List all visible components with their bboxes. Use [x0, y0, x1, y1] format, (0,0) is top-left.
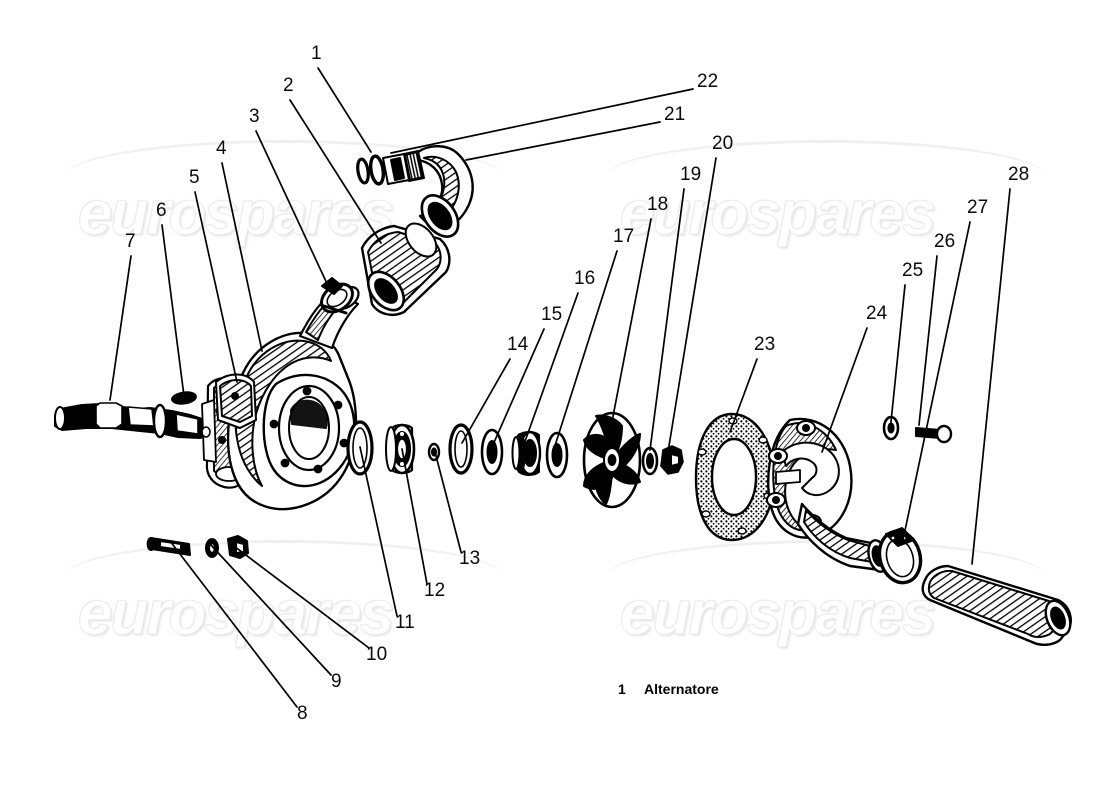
part-ring-14	[448, 423, 474, 475]
leader-line-19	[649, 188, 685, 451]
leader-line-3	[255, 130, 331, 291]
callout-number-2: 2	[283, 75, 294, 96]
callout-number-15: 15	[541, 304, 563, 325]
part-washer-15	[480, 428, 504, 476]
leader-line-16	[522, 292, 579, 448]
part-bolt	[915, 424, 953, 444]
leader-line-10	[229, 542, 370, 649]
leader-line-18	[609, 218, 652, 433]
part-shaft	[54, 402, 217, 439]
callout-number-13: 13	[459, 548, 481, 569]
callout-number-26: 26	[934, 231, 956, 252]
part-hose-straight	[360, 222, 451, 316]
leader-line-14	[461, 358, 511, 444]
callout-number-19: 19	[680, 164, 702, 185]
callout-number-10: 10	[366, 644, 388, 665]
leader-line-27	[902, 221, 971, 541]
callout-number-7: 7	[125, 231, 136, 252]
callout-number-16: 16	[574, 268, 596, 289]
part-spacer-small	[427, 442, 441, 462]
leader-line-12	[401, 448, 428, 585]
leader-line-23	[729, 358, 758, 433]
callout-number-14: 14	[507, 334, 529, 355]
leader-line-5	[194, 191, 238, 383]
callout-number-5: 5	[189, 167, 200, 188]
callout-number-11: 11	[395, 612, 415, 633]
part-elbow-fitting	[356, 145, 474, 238]
part-spacer-19	[641, 446, 659, 476]
part-ball-bearing	[385, 423, 416, 475]
callout-number-17: 17	[613, 226, 635, 247]
leader-line-17	[552, 250, 618, 453]
part-stud	[146, 537, 191, 556]
callout-number-8: 8	[297, 703, 308, 724]
legend-item: 1 Alternatore	[618, 681, 719, 697]
callout-number-27: 27	[967, 197, 989, 218]
callout-number-24: 24	[866, 303, 888, 324]
leader-line-6	[161, 224, 185, 397]
leader-line-24	[821, 327, 868, 453]
part-mechanical-seal	[511, 430, 542, 476]
callout-number-9: 9	[331, 671, 342, 692]
leader-line-25	[890, 284, 906, 423]
leader-line-11	[359, 446, 398, 617]
part-washer-9	[205, 538, 219, 558]
callout-number-3: 3	[249, 106, 260, 127]
leader-line-26	[918, 255, 938, 426]
callout-number-23: 23	[754, 334, 776, 355]
leader-line-22	[390, 88, 694, 154]
legend-item-number: 1	[618, 681, 626, 697]
leader-line-7	[109, 255, 132, 401]
callout-number-18: 18	[647, 194, 669, 215]
leader-line-9	[209, 543, 332, 676]
callout-number-12: 12	[424, 580, 446, 601]
part-nut	[660, 445, 684, 475]
leader-line-1	[317, 67, 372, 153]
part-impeller	[582, 411, 642, 509]
part-hose-clamp-lower	[877, 527, 923, 585]
leader-line-4	[221, 162, 263, 352]
part-hose-clamp-upper	[320, 277, 354, 315]
leader-line-2	[289, 99, 382, 244]
callout-number-6: 6	[156, 200, 167, 221]
callout-number-20: 20	[712, 133, 734, 154]
callout-number-4: 4	[216, 138, 227, 159]
leader-line-15	[491, 328, 545, 448]
leader-line-20	[667, 157, 717, 453]
callout-number-28: 28	[1008, 164, 1030, 185]
part-washer-17	[545, 431, 569, 479]
leader-line-13	[434, 451, 462, 553]
part-hose-long	[921, 564, 1072, 646]
leader-line-28	[971, 188, 1011, 565]
callout-number-21: 21	[664, 104, 686, 125]
callout-number-25: 25	[902, 260, 924, 281]
part-pump-cover	[766, 417, 889, 573]
callout-number-22: 22	[697, 71, 719, 92]
leader-line-21	[465, 121, 661, 161]
part-gasket	[694, 412, 776, 542]
callout-number-1: 1	[311, 43, 322, 64]
leader-line-8	[169, 540, 298, 708]
part-pump-body	[215, 285, 360, 511]
legend-item-label: Alternatore	[644, 681, 719, 697]
